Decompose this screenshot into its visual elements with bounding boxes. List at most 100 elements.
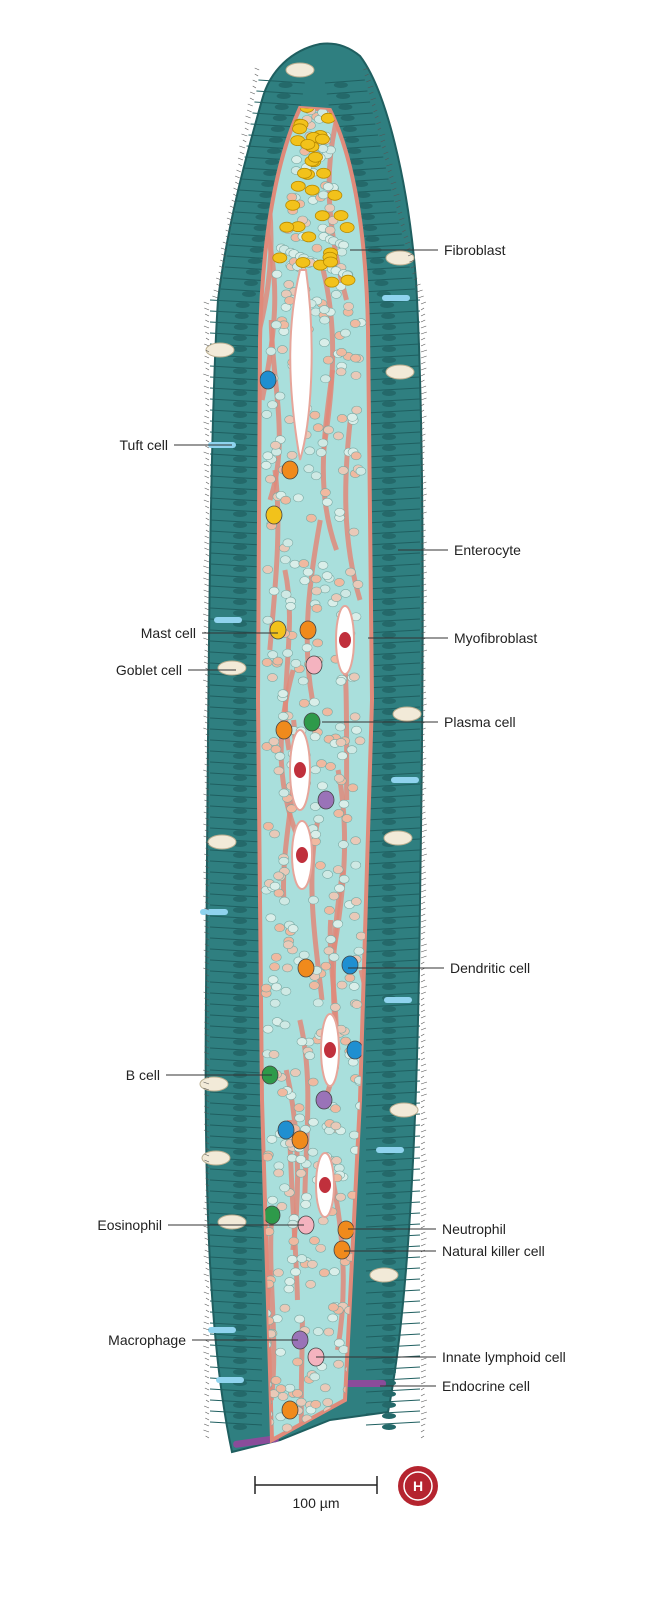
microvillus	[420, 349, 428, 353]
goblet-cell	[285, 62, 315, 78]
microvillus	[420, 739, 425, 743]
enterocyte-border	[365, 475, 421, 480]
enterocyte-border	[209, 1421, 263, 1426]
stromal-cell	[330, 290, 342, 299]
stromal-cell	[350, 353, 361, 363]
stromal-cell	[309, 1372, 321, 1382]
enterocyte-border	[365, 1047, 421, 1052]
enterocyte-border	[209, 695, 263, 700]
stromal-cell	[273, 888, 285, 898]
microvillus	[363, 67, 369, 71]
enterocyte-nucleus	[356, 192, 371, 198]
enterocyte-nucleus	[354, 181, 369, 187]
stromal-cell	[320, 374, 331, 384]
microvillus	[367, 85, 374, 89]
enterocyte-nucleus	[233, 1193, 247, 1199]
microvillus	[204, 961, 210, 965]
enterocyte-nucleus	[382, 1072, 396, 1078]
microvillus	[420, 1315, 427, 1319]
microvillus	[420, 991, 426, 995]
microvillus	[205, 553, 210, 557]
microvillus	[420, 1285, 426, 1289]
enterocyte-border	[209, 1267, 263, 1272]
microvillus	[420, 511, 427, 515]
microvillus	[203, 895, 210, 899]
stromal-cell	[305, 1279, 316, 1289]
microvillus	[420, 457, 425, 461]
microvillus	[420, 427, 425, 431]
enterocyte-nucleus	[382, 665, 396, 671]
stromal-cell	[307, 1077, 319, 1087]
stromal-cell	[332, 919, 344, 929]
stromal-cell	[311, 243, 323, 253]
microvillus	[420, 799, 425, 803]
microvillus	[420, 1423, 426, 1427]
enterocyte-border	[209, 1201, 263, 1206]
microvillus	[420, 1429, 425, 1433]
stromal-cell	[338, 240, 349, 250]
enterocyte-nucleus	[233, 1160, 247, 1166]
enterocyte-border	[209, 486, 263, 491]
enterocyte-nucleus	[249, 247, 264, 253]
microvillus	[420, 817, 426, 821]
microvillus	[203, 661, 210, 665]
microvillus	[420, 847, 427, 851]
fibroblast-cell	[314, 133, 330, 145]
enterocyte-nucleus	[263, 170, 278, 176]
enterocyte-nucleus	[233, 1006, 247, 1012]
myofibroblast-strand	[320, 369, 339, 551]
microvillus	[420, 1039, 426, 1043]
stromal-cell	[329, 1267, 340, 1276]
enterocyte-border	[209, 552, 263, 557]
enterocyte-nucleus	[233, 1017, 247, 1023]
logo-letter: H	[413, 1478, 423, 1494]
enterocyte-border	[209, 1355, 263, 1360]
microvillus	[204, 865, 210, 869]
endocrine-cell	[340, 1380, 386, 1387]
enterocyte-nucleus	[382, 1369, 396, 1375]
enterocyte-border	[209, 948, 263, 953]
enterocyte-nucleus	[233, 1270, 247, 1276]
microvillus	[204, 829, 210, 833]
microvillus	[245, 115, 251, 119]
enterocyte-nucleus	[278, 82, 293, 88]
enterocyte-border	[209, 1245, 263, 1250]
microvillus	[203, 601, 210, 605]
stromal-cell	[319, 315, 330, 325]
microvillus	[231, 199, 236, 203]
microvillus	[420, 1069, 427, 1073]
enterocyte-nucleus	[233, 390, 247, 396]
enterocyte-nucleus	[382, 1204, 396, 1210]
stromal-cell	[333, 431, 344, 441]
enterocyte-border	[209, 387, 263, 392]
label-macrophage: Macrophage	[108, 1332, 186, 1348]
stromal-cell	[349, 672, 360, 682]
microvillus	[420, 1339, 426, 1343]
enterocyte-border	[209, 409, 263, 414]
stromal-cell	[295, 1168, 307, 1178]
microvillus	[205, 1243, 210, 1247]
microvillus	[205, 397, 210, 401]
stromal-cell	[315, 861, 326, 870]
stromal-cell	[292, 1389, 303, 1398]
microvillus	[420, 913, 426, 917]
enterocyte-nucleus	[233, 379, 247, 385]
microvillus	[204, 427, 210, 431]
microvillus	[204, 1369, 210, 1373]
enterocyte-nucleus	[382, 632, 396, 638]
enterocyte-nucleus	[233, 786, 247, 792]
enterocyte-nucleus	[233, 1138, 247, 1144]
stromal-cell	[308, 1117, 319, 1127]
enterocyte-nucleus	[382, 808, 396, 814]
microvillus	[420, 1345, 427, 1349]
stromal-cell	[274, 751, 286, 761]
microvillus	[420, 907, 426, 911]
microvillus	[204, 1045, 210, 1049]
microvillus	[203, 1321, 210, 1325]
stromal-cell	[292, 1357, 303, 1367]
microvillus	[249, 97, 254, 101]
microvillus	[204, 1249, 210, 1253]
microvillus	[204, 775, 210, 779]
stromal-cell	[278, 711, 289, 721]
enterocyte-nucleus	[233, 1325, 247, 1331]
